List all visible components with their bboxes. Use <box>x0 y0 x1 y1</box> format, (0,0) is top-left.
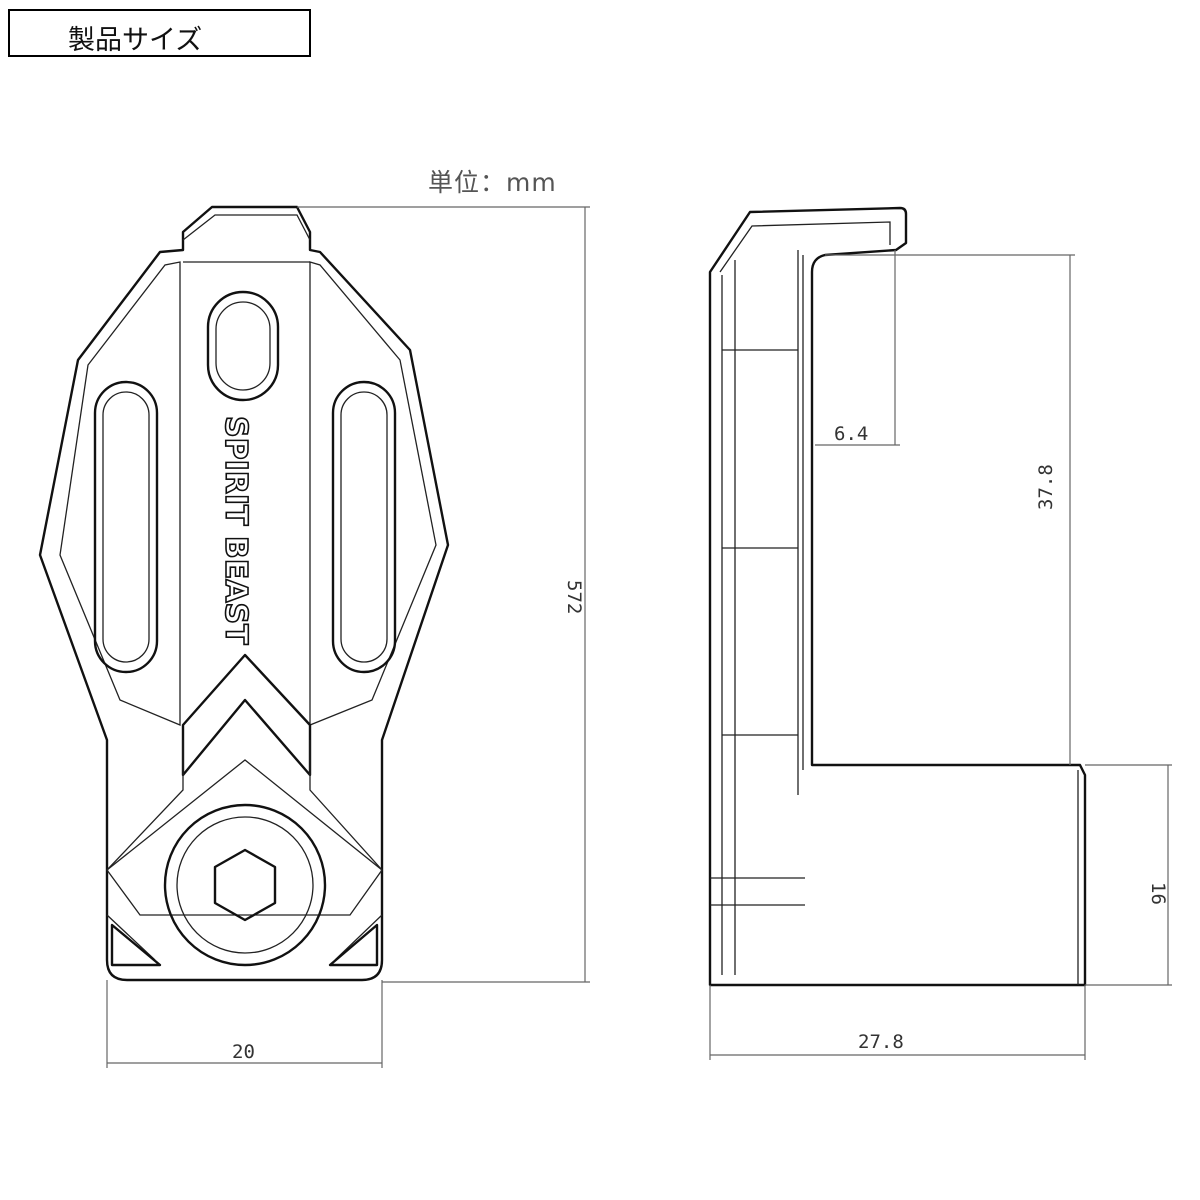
dim-front-width: 20 <box>232 1041 255 1063</box>
title-box: 製品サイズ <box>8 9 311 57</box>
dim-hook-gap: 6.4 <box>834 423 868 445</box>
front-view: SPIRIT BEAST <box>38 205 450 982</box>
dim-side-depth: 27.8 <box>858 1031 904 1053</box>
logo-text: SPIRIT BEAST <box>218 416 253 645</box>
dim-total-height: 572 <box>563 580 585 614</box>
hex-socket-icon <box>213 848 277 922</box>
dim-base-height: 16 <box>1147 882 1169 905</box>
dim-hook-height: 37.8 <box>1035 464 1057 510</box>
side-view <box>708 206 1087 987</box>
unit-label: 単位：mm <box>428 168 557 197</box>
title-text: 製品サイズ <box>68 25 203 56</box>
dimensions: 572 20 27.8 37.8 6.4 16 <box>106 206 1172 1068</box>
